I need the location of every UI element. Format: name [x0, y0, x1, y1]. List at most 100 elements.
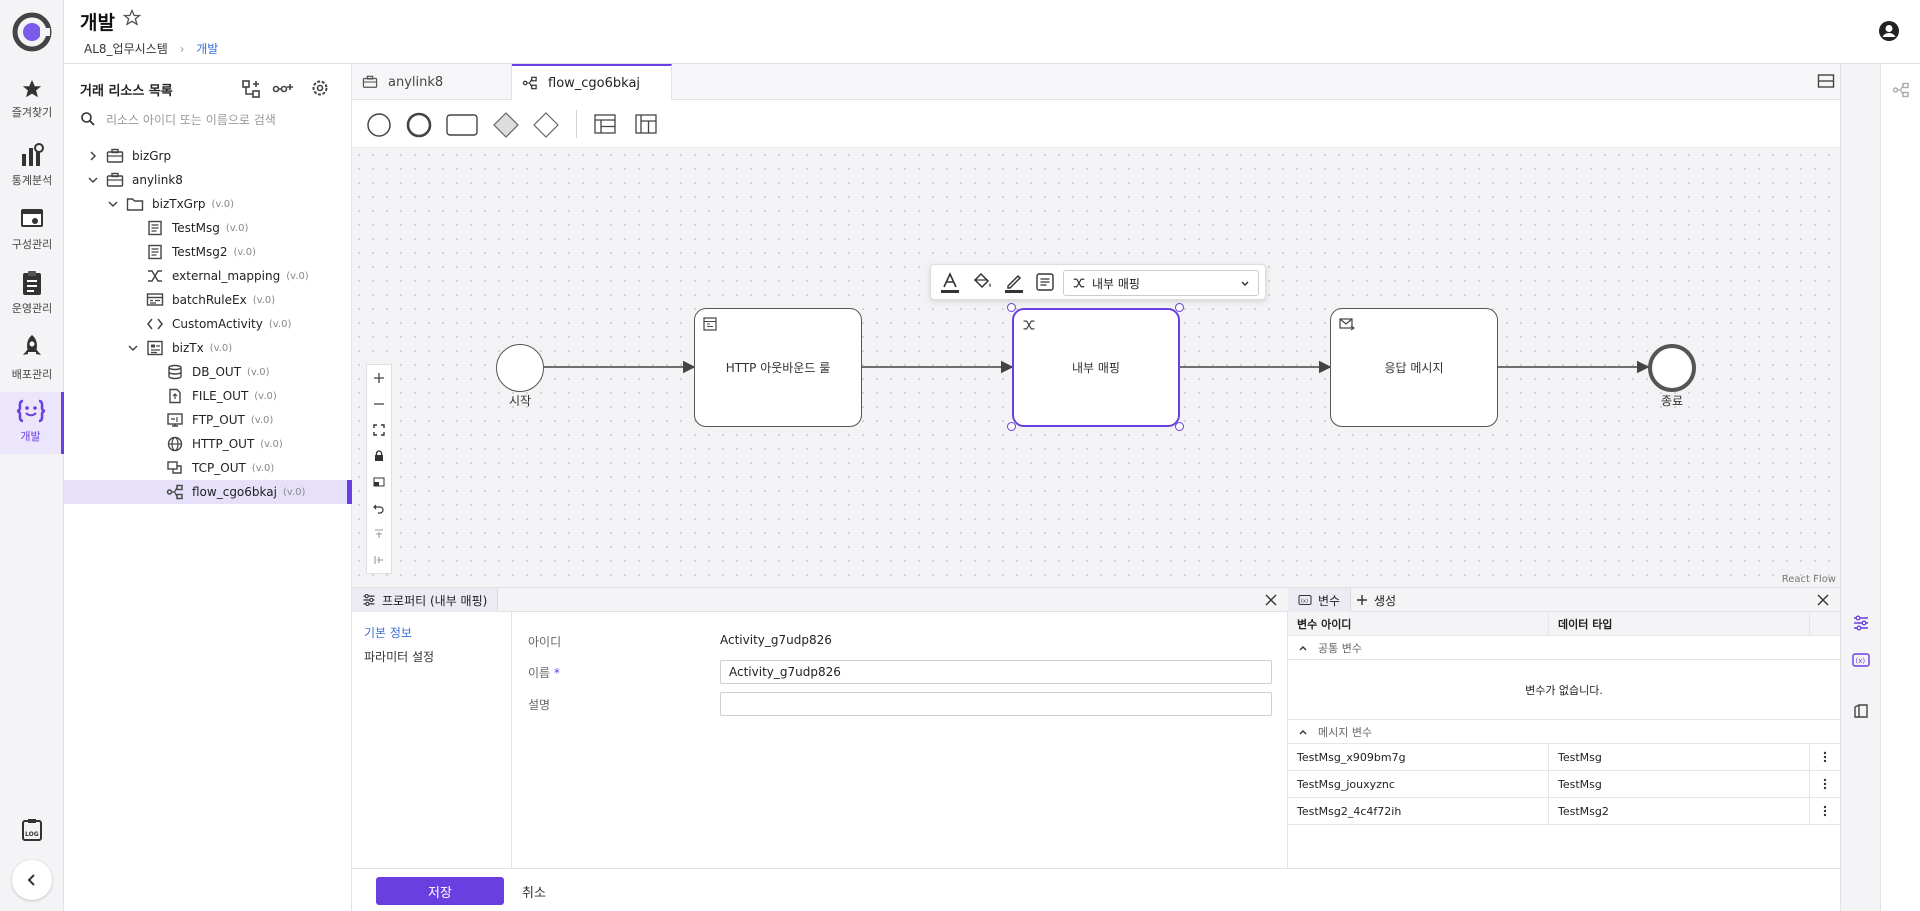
favorite-star-icon[interactable]: [122, 8, 144, 30]
nav-basic-info[interactable]: 기본 정보: [364, 626, 412, 640]
rail-item-statistics[interactable]: 통계분석: [0, 136, 64, 198]
border-color-icon[interactable]: [1003, 271, 1025, 295]
close-variables-icon[interactable]: [1816, 593, 1830, 607]
gear-icon[interactable]: [310, 78, 332, 100]
search-input[interactable]: 리소스 아이디 또는 이름으로 검색: [106, 112, 276, 127]
resource-search[interactable]: 리소스 아이디 또는 이름으로 검색: [80, 108, 340, 130]
tab-properties[interactable]: 프로퍼티 (내부 매핑): [352, 588, 499, 612]
tab-label: anylink8: [388, 74, 444, 90]
col-data-type[interactable]: 데이터 타입: [1549, 612, 1810, 635]
tree-item[interactable]: DB_OUT (v.0): [64, 360, 352, 384]
rail-item-favorites[interactable]: 즐겨찾기: [0, 72, 64, 134]
breadcrumb-item-current[interactable]: 개발: [196, 42, 219, 56]
add-flow-icon[interactable]: [272, 78, 294, 100]
log-icon[interactable]: LOG: [20, 818, 44, 842]
gateway-shape-icon[interactable]: [532, 111, 560, 139]
zoom-in-icon[interactable]: [367, 365, 391, 391]
more-vertical-icon[interactable]: [1810, 771, 1840, 797]
tree-item[interactable]: FILE_OUT (v.0): [64, 384, 352, 408]
tab-flow-cgo6bkaj[interactable]: flow_cgo6bkaj: [512, 64, 672, 100]
start-event-shape-icon[interactable]: [366, 112, 392, 138]
breadcrumb-item-system[interactable]: AL8_업무시스템: [84, 42, 168, 56]
table-row[interactable]: TestMsg_jouxyznc TestMsg: [1288, 771, 1840, 798]
start-event-node[interactable]: [496, 344, 544, 392]
more-vertical-icon[interactable]: [1810, 798, 1840, 824]
tree-item-label: TCP_OUT: [192, 461, 246, 475]
tree-item[interactable]: bizTx (v.0): [64, 336, 352, 360]
task-shape-icon[interactable]: [446, 113, 478, 137]
chevron-down-icon[interactable]: [106, 197, 120, 211]
http-outbound-node[interactable]: HTTP 아웃바운드 룰: [694, 308, 862, 427]
flow-canvas[interactable]: 시작 HTTP 아웃바운드 룰 내부 매핑 응답 메시지 종료: [352, 148, 1840, 588]
table-row[interactable]: TestMsg2_4c4f72ih TestMsg2: [1288, 798, 1840, 825]
tree-item[interactable]: bizTxGrp (v.0): [64, 192, 352, 216]
save-button[interactable]: 저장: [376, 877, 504, 905]
node-label: 내부 매핑: [1072, 361, 1120, 375]
file-icon: [169, 388, 181, 404]
text-align-icon[interactable]: [1035, 272, 1055, 292]
tree-item[interactable]: CustomActivity (v.0): [64, 312, 352, 336]
name-field[interactable]: Activity_g7udp826: [720, 660, 1272, 684]
tree-item[interactable]: external_mapping (v.0): [64, 264, 352, 288]
create-variable-button[interactable]: 생성: [1356, 588, 1396, 612]
tree-item-selected[interactable]: flow_cgo6bkaj (v.0): [64, 480, 352, 504]
zoom-out-icon[interactable]: [367, 391, 391, 417]
app-logo-icon[interactable]: [12, 12, 52, 52]
chevron-right-icon[interactable]: [86, 149, 100, 163]
react-flow-attribution[interactable]: React Flow: [1781, 574, 1836, 585]
lock-icon[interactable]: [367, 443, 391, 469]
chevron-down-icon[interactable]: [86, 173, 100, 187]
tree-item[interactable]: batchRuleEx (v.0): [64, 288, 352, 312]
col-variable-id[interactable]: 변수 아이디: [1288, 612, 1549, 635]
internal-mapping-node[interactable]: 내부 매핑: [1012, 308, 1180, 427]
chevron-down-icon[interactable]: [126, 341, 140, 355]
tree-item[interactable]: HTTP_OUT (v.0): [64, 432, 352, 456]
rail-item-deploy[interactable]: 배포관리: [0, 328, 64, 390]
close-properties-icon[interactable]: [1264, 593, 1278, 607]
split-horizontal-icon[interactable]: [1817, 73, 1835, 89]
align-vertical-icon[interactable]: [367, 521, 391, 547]
collapse-rail-button[interactable]: [12, 860, 52, 900]
tree-expand-icon[interactable]: [240, 78, 262, 100]
description-field[interactable]: [720, 692, 1272, 716]
response-message-node[interactable]: 응답 메시지: [1330, 308, 1498, 427]
variables-toggle-icon[interactable]: (x): [1852, 652, 1870, 668]
tree-item[interactable]: TestMsg2 (v.0): [64, 240, 352, 264]
flow-panel-icon[interactable]: [1892, 82, 1910, 98]
tree-item[interactable]: anylink8: [64, 168, 352, 192]
resize-handle-ne[interactable]: [1175, 303, 1184, 312]
resize-handle-sw[interactable]: [1007, 422, 1016, 431]
tree-item[interactable]: bizGrp: [64, 144, 352, 168]
undo-icon[interactable]: [367, 495, 391, 521]
tab-variables[interactable]: (x) 변수: [1288, 588, 1352, 612]
end-event-node[interactable]: [1648, 344, 1696, 392]
end-event-shape-icon[interactable]: [406, 112, 432, 138]
align-horizontal-icon[interactable]: [367, 547, 391, 573]
nav-parameter-settings[interactable]: 파라미터 설정: [364, 650, 435, 664]
activity-type-select[interactable]: 내부 매핑: [1063, 270, 1259, 296]
vertical-lane-icon[interactable]: [635, 114, 657, 134]
minimap-icon[interactable]: [367, 469, 391, 495]
fill-color-icon[interactable]: [971, 271, 993, 291]
user-avatar-icon[interactable]: [1878, 20, 1900, 42]
resize-handle-nw[interactable]: [1007, 303, 1016, 312]
tree-item[interactable]: TestMsg (v.0): [64, 216, 352, 240]
rail-item-development[interactable]: 개발: [0, 392, 64, 454]
tree-item[interactable]: FTP_OUT (v.0): [64, 408, 352, 432]
table-row[interactable]: TestMsg_x909bm7g TestMsg: [1288, 744, 1840, 771]
text-color-icon[interactable]: [939, 271, 961, 295]
rail-item-config[interactable]: 구성관리: [0, 200, 64, 262]
common-variables-section[interactable]: 공통 변수: [1288, 636, 1840, 660]
properties-toggle-icon[interactable]: [1852, 614, 1870, 632]
documentation-icon[interactable]: [1852, 702, 1870, 720]
tree-item[interactable]: TCP_OUT (v.0): [64, 456, 352, 480]
tab-anylink8[interactable]: anylink8: [352, 64, 512, 100]
more-vertical-icon[interactable]: [1810, 744, 1840, 770]
gateway-filled-shape-icon[interactable]: [492, 111, 520, 139]
fit-view-icon[interactable]: [367, 417, 391, 443]
message-variables-section[interactable]: 메시지 변수: [1288, 720, 1840, 744]
horizontal-lane-icon[interactable]: [594, 114, 616, 134]
rail-item-operations[interactable]: 운영관리: [0, 264, 64, 326]
resize-handle-se[interactable]: [1175, 422, 1184, 431]
cancel-button[interactable]: 취소: [522, 877, 546, 905]
